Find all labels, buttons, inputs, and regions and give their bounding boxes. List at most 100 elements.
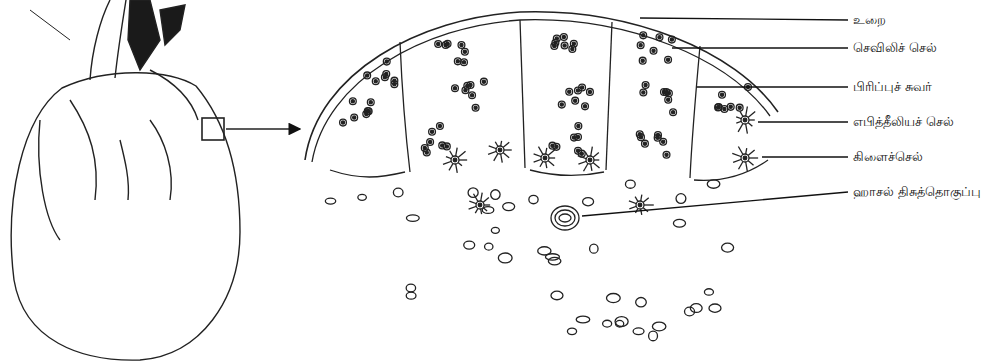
nucleus <box>438 124 441 127</box>
nucleus <box>482 80 485 83</box>
nucleus <box>469 83 472 86</box>
lymphocyte <box>372 78 379 85</box>
nucleus <box>717 106 720 109</box>
nucleus <box>642 91 645 94</box>
lymphocyte <box>575 87 582 94</box>
nucleus <box>460 43 463 46</box>
nucleus <box>576 89 579 92</box>
nucleus <box>656 136 659 139</box>
lymphocyte <box>663 89 670 96</box>
lymphocyte <box>461 48 468 55</box>
nucleus <box>720 93 723 96</box>
lymphocyte <box>439 142 446 149</box>
lymphocyte <box>472 104 479 111</box>
nucleus <box>667 98 670 101</box>
nucleus <box>437 42 440 45</box>
cell <box>491 227 499 233</box>
leader-line <box>582 192 848 216</box>
nucleus <box>665 153 668 156</box>
part-label: பிரிப்புச் சுவர் <box>852 79 933 95</box>
cell <box>538 247 551 255</box>
nucleus <box>671 111 674 114</box>
cell <box>709 304 721 312</box>
lymphocyte <box>435 41 442 48</box>
nucleus <box>462 61 465 64</box>
nucleus <box>562 35 565 38</box>
cell <box>636 298 647 307</box>
hassall-corpuscle <box>555 210 575 226</box>
lymphocyte <box>349 98 356 105</box>
cell <box>652 322 665 331</box>
nucleus <box>425 151 428 154</box>
cell <box>676 194 686 204</box>
part-label: உறை <box>852 12 887 28</box>
lymphocyte <box>481 78 488 85</box>
nucleus <box>341 121 344 124</box>
nucleus <box>366 74 369 77</box>
nucleus <box>365 112 368 115</box>
lymphocyte <box>553 143 560 150</box>
nucleus <box>393 79 396 82</box>
nucleus <box>670 38 673 41</box>
nucleus <box>351 100 354 103</box>
cell <box>503 203 515 211</box>
lymphocyte <box>654 134 661 141</box>
lymphocyte <box>363 111 370 118</box>
lymphocyte <box>467 82 474 89</box>
cell <box>485 243 493 250</box>
leader-line <box>762 156 848 157</box>
lymphocyte <box>454 58 461 65</box>
stellate-cell <box>443 148 467 173</box>
nucleus <box>463 50 466 53</box>
cell <box>406 215 419 221</box>
nucleus <box>723 107 726 110</box>
lymphocyte <box>639 57 646 64</box>
lymphocyte <box>636 131 643 138</box>
lymphocyte <box>452 85 459 92</box>
nucleus <box>729 105 732 108</box>
cell <box>615 317 628 327</box>
cell <box>583 198 594 206</box>
lymphocyte <box>391 77 398 84</box>
nucleus <box>642 34 645 37</box>
cell <box>625 180 635 188</box>
cell <box>606 294 620 303</box>
cell <box>590 244 598 253</box>
nucleus <box>429 140 432 143</box>
nucleus <box>470 94 473 97</box>
cell <box>406 292 416 299</box>
cell <box>685 307 695 316</box>
lymphocyte <box>458 42 465 49</box>
lymphocyte <box>381 74 388 81</box>
nucleus <box>643 142 646 145</box>
nucleus <box>563 44 566 47</box>
leader-line <box>758 121 848 122</box>
nucleus <box>641 59 644 62</box>
cell <box>722 243 734 252</box>
cell <box>707 180 720 188</box>
heart <box>11 0 300 360</box>
lymphocyte <box>469 92 476 99</box>
lymphocyte <box>736 104 743 111</box>
nucleus <box>583 105 586 108</box>
nucleus <box>553 44 556 47</box>
nucleus <box>658 36 661 39</box>
hassall-corpuscle <box>551 206 579 230</box>
nucleus <box>560 103 563 106</box>
lymphocyte <box>572 97 579 104</box>
lymphocyte <box>364 72 371 79</box>
tissue-section <box>305 12 778 341</box>
nucleus <box>385 60 388 63</box>
nucleus <box>474 106 477 109</box>
lymphocyte <box>551 43 558 50</box>
lymphocyte <box>640 89 647 96</box>
lymphocyte <box>656 34 663 41</box>
part-label: கிளைச்செல் <box>852 149 924 165</box>
cell <box>633 328 644 335</box>
cell <box>649 331 658 341</box>
nucleus <box>453 87 456 90</box>
lymphocyte <box>642 82 649 89</box>
cell <box>406 284 415 292</box>
lymphocyte <box>340 119 347 126</box>
